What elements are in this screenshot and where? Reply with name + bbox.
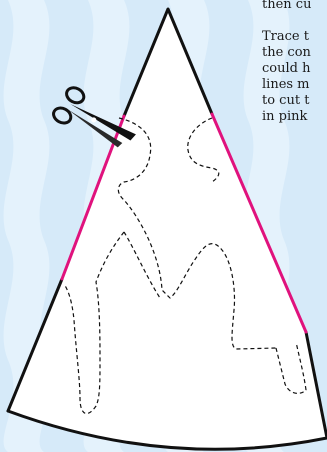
instruction-line: the con xyxy=(262,45,327,61)
instructions-text: then cu Trace t the con could h lines m … xyxy=(262,0,327,125)
instruction-line: then cu xyxy=(262,0,327,13)
instruction-line: Trace t xyxy=(262,29,327,45)
instructions-paragraph-1: then cu xyxy=(262,0,327,13)
instruction-line: lines m xyxy=(262,77,327,93)
instruction-line: in pink xyxy=(262,109,327,125)
instruction-line: could h xyxy=(262,61,327,77)
instructions-paragraph-2: Trace t the con could h lines m to cut t… xyxy=(262,29,327,125)
instruction-line: to cut t xyxy=(262,93,327,109)
